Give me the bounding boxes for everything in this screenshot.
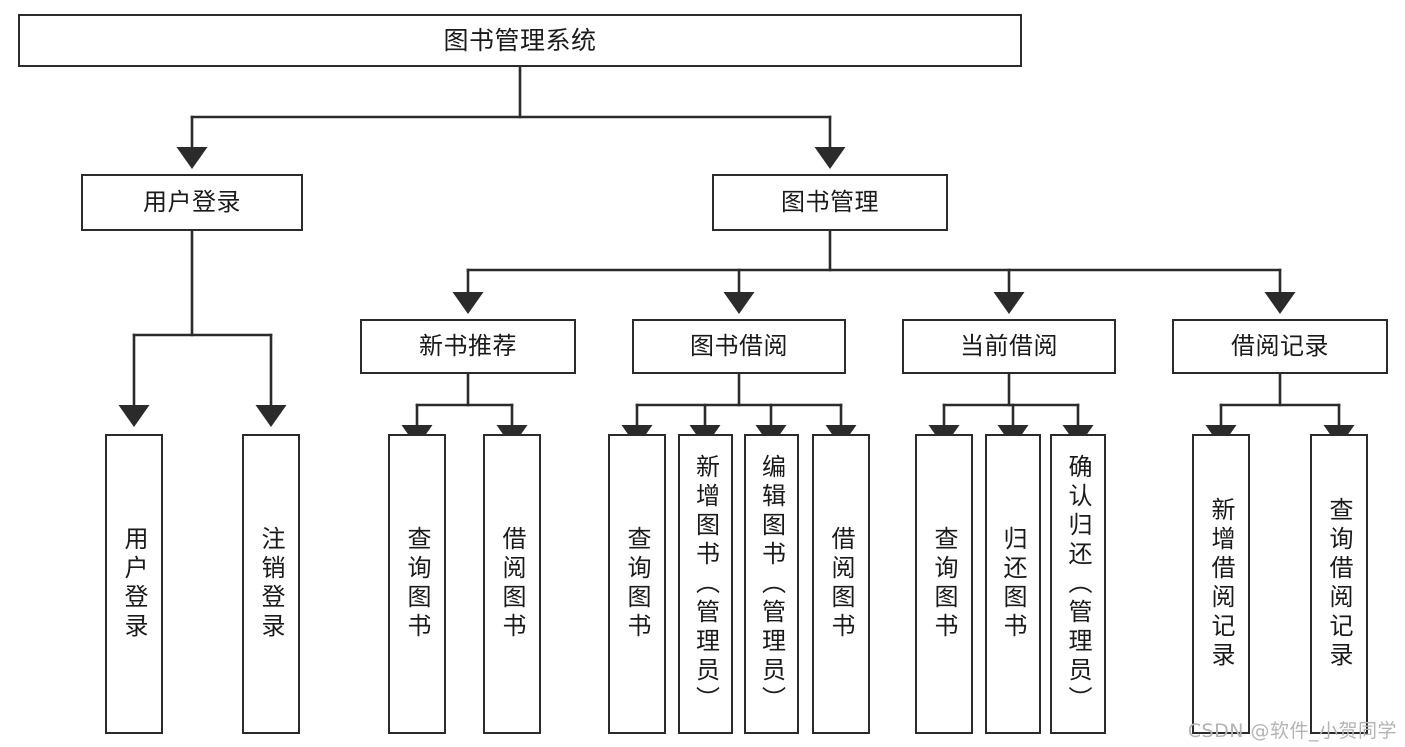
- node-root-label: 图书管理系统: [443, 25, 597, 55]
- leaf-edit-book[interactable]: 编辑图书（管理员）: [744, 434, 799, 734]
- leaf-add-book-label: 新增图书（管理员）: [691, 453, 720, 715]
- node-user-login[interactable]: 用户登录: [81, 174, 303, 231]
- leaf-logout-login[interactable]: 注销登录: [242, 434, 300, 734]
- leaf-add-book[interactable]: 新增图书（管理员）: [678, 434, 733, 734]
- node-new-book-recommend[interactable]: 新书推荐: [360, 319, 576, 374]
- node-book-borrow[interactable]: 图书借阅: [632, 319, 846, 374]
- node-current-borrow[interactable]: 当前借阅: [902, 319, 1116, 374]
- leaf-query-book-3[interactable]: 查询图书: [915, 434, 973, 734]
- node-user-login-label: 用户登录: [143, 188, 241, 217]
- leaf-query-record-label: 查询借阅记录: [1325, 497, 1353, 671]
- leaf-query-book-1[interactable]: 查询图书: [388, 434, 446, 734]
- node-new-book-recommend-label: 新书推荐: [419, 332, 517, 361]
- leaf-logout-login-label: 注销登录: [257, 526, 285, 642]
- node-borrow-record-label: 借阅记录: [1231, 332, 1329, 361]
- node-borrow-record[interactable]: 借阅记录: [1172, 319, 1388, 374]
- leaf-query-book-2[interactable]: 查询图书: [608, 434, 666, 734]
- node-current-borrow-label: 当前借阅: [960, 332, 1058, 361]
- leaf-user-login-label: 用户登录: [120, 526, 148, 642]
- leaf-edit-book-label: 编辑图书（管理员）: [757, 453, 786, 715]
- leaf-borrow-book-1[interactable]: 借阅图书: [483, 434, 541, 734]
- node-book-manage[interactable]: 图书管理: [712, 174, 948, 231]
- leaf-borrow-book-1-label: 借阅图书: [498, 526, 526, 642]
- leaf-return-book[interactable]: 归还图书: [985, 434, 1041, 734]
- watermark-text: CSDN @软件_小贺同学: [1187, 720, 1397, 742]
- node-root[interactable]: 图书管理系统: [18, 14, 1022, 67]
- leaf-confirm-return-label: 确认归还（管理员）: [1064, 453, 1092, 715]
- leaf-add-record[interactable]: 新增借阅记录: [1192, 434, 1250, 734]
- leaf-query-book-2-label: 查询图书: [623, 526, 651, 642]
- leaf-borrow-book-2-label: 借阅图书: [827, 526, 855, 642]
- leaf-borrow-book-2[interactable]: 借阅图书: [812, 434, 870, 734]
- leaf-return-book-label: 归还图书: [999, 526, 1027, 642]
- leaf-confirm-return[interactable]: 确认归还（管理员）: [1050, 434, 1106, 734]
- leaf-add-record-label: 新增借阅记录: [1207, 497, 1235, 671]
- leaf-query-record[interactable]: 查询借阅记录: [1310, 434, 1368, 734]
- leaf-user-login[interactable]: 用户登录: [105, 434, 163, 734]
- leaf-query-book-1-label: 查询图书: [403, 526, 431, 642]
- leaf-query-book-3-label: 查询图书: [930, 526, 958, 642]
- node-book-manage-label: 图书管理: [781, 188, 879, 217]
- node-book-borrow-label: 图书借阅: [690, 332, 788, 361]
